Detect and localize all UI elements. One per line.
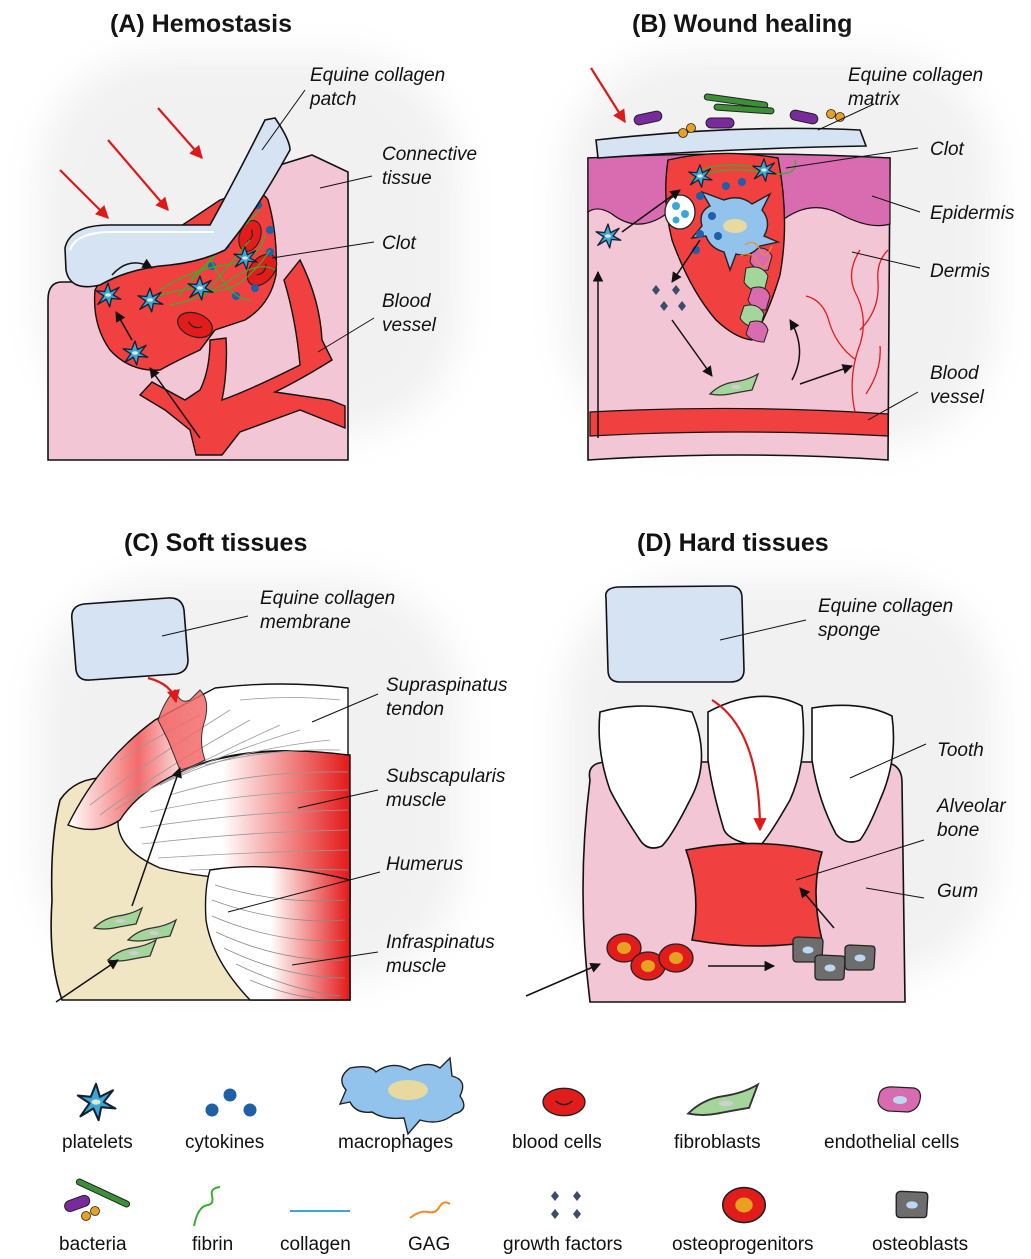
osteoblast-d2 (815, 955, 845, 980)
label-connective-line2: tissue (382, 168, 432, 189)
label-supra-line2: tendon (386, 699, 444, 720)
legend-label-macrophages: macrophages (338, 1132, 453, 1153)
legend-fibroblast-icon (688, 1085, 758, 1115)
panel-a-hemostasis: (A) Hemostasis (40, 10, 477, 460)
legend-label-bacteria: bacteria (59, 1234, 127, 1255)
macrophage-nucleus (723, 219, 747, 233)
label-patch-line2: patch (309, 89, 356, 110)
legend-bacteria-icon (63, 1178, 130, 1220)
legend-endothelial-icon (878, 1087, 920, 1112)
label-vessel-a-line1: Blood (382, 291, 432, 312)
label-infra-line2: muscle (386, 956, 446, 977)
legend-label-osteoblasts: osteoblasts (872, 1234, 968, 1255)
label-dermis: Dermis (930, 261, 991, 282)
legend-gag-icon (410, 1202, 450, 1218)
label-matrix-line2: matrix (848, 89, 901, 110)
legend-macrophage-icon (340, 1058, 464, 1134)
blood-vessel-b (590, 408, 888, 436)
label-epidermis: Epidermis (930, 203, 1015, 224)
label-clot-b: Clot (930, 139, 965, 160)
label-alveolar-line2: bone (937, 820, 979, 841)
label-vessel-a-line2: vessel (382, 315, 437, 336)
osteoblast-d3 (845, 945, 875, 970)
legend-platelet-icon (78, 1084, 116, 1120)
legend-label-blood-cells: blood cells (512, 1132, 602, 1153)
legend-label-gag: GAG (408, 1234, 450, 1255)
label-membrane-line2: membrane (260, 612, 351, 633)
osteoprogenitor-d3 (659, 944, 693, 972)
legend-label-endothelial: endothelial cells (824, 1132, 959, 1153)
label-matrix-line1: Equine collagen (848, 65, 983, 86)
collagen-sponge (606, 586, 744, 682)
label-infra-line1: Infraspinatus (386, 932, 495, 953)
legend-fibrin-icon (194, 1187, 220, 1226)
panel-d-title: (D) Hard tissues (637, 529, 829, 557)
alveolar-bone (686, 843, 822, 946)
collagen-membrane (72, 598, 188, 680)
label-clot-a: Clot (382, 233, 417, 254)
label-patch-line1: Equine collagen (310, 65, 445, 86)
legend-cytokines-icon (206, 1089, 257, 1117)
panel-c-title: (C) Soft tissues (124, 529, 307, 557)
legend-growth-factors-icon (551, 1191, 581, 1219)
label-tooth: Tooth (937, 740, 984, 761)
panel-b-title: (B) Wound healing (632, 10, 852, 38)
legend-label-fibroblasts: fibroblasts (674, 1132, 761, 1153)
legend-label-growth-factors: growth factors (503, 1234, 622, 1255)
legend: platelets cytokines macrophages blood ce… (59, 1058, 968, 1255)
label-vessel-b-line2: vessel (930, 387, 985, 408)
panel-d-hard-tissues: (D) Hard tissues (526, 529, 1006, 1002)
label-sponge-line1: Equine collagen (818, 596, 953, 617)
legend-osteoblast-icon (896, 1191, 928, 1217)
legend-label-osteoprogenitors: osteoprogenitors (672, 1234, 814, 1255)
legend-label-cytokines: cytokines (185, 1132, 264, 1153)
secretory-cell (665, 195, 695, 229)
legend-label-platelets: platelets (62, 1132, 133, 1153)
label-supra-line1: Supraspinatus (386, 675, 508, 696)
label-sponge-line2: sponge (818, 620, 880, 641)
panel-a-title: (A) Hemostasis (110, 10, 292, 38)
legend-osteoprogenitor-icon (723, 1188, 766, 1223)
panel-b-wound-healing: (B) Wound healing (565, 10, 1015, 460)
label-subscap-line1: Subscapularis (386, 766, 506, 787)
panel-c-soft-tissues: (C) Soft tissues (40, 529, 508, 1002)
label-alveolar-line1: Alveolar (936, 796, 1006, 817)
label-gum: Gum (937, 881, 978, 902)
label-subscap-line2: muscle (386, 790, 446, 811)
legend-label-collagen: collagen (280, 1234, 351, 1255)
label-vessel-b-line1: Blood (930, 363, 980, 384)
label-connective-line1: Connective (382, 144, 477, 165)
label-humerus: Humerus (386, 854, 464, 875)
legend-bloodcell-icon (543, 1088, 585, 1115)
label-membrane-line1: Equine collagen (260, 588, 395, 609)
legend-label-fibrin: fibrin (192, 1234, 233, 1255)
